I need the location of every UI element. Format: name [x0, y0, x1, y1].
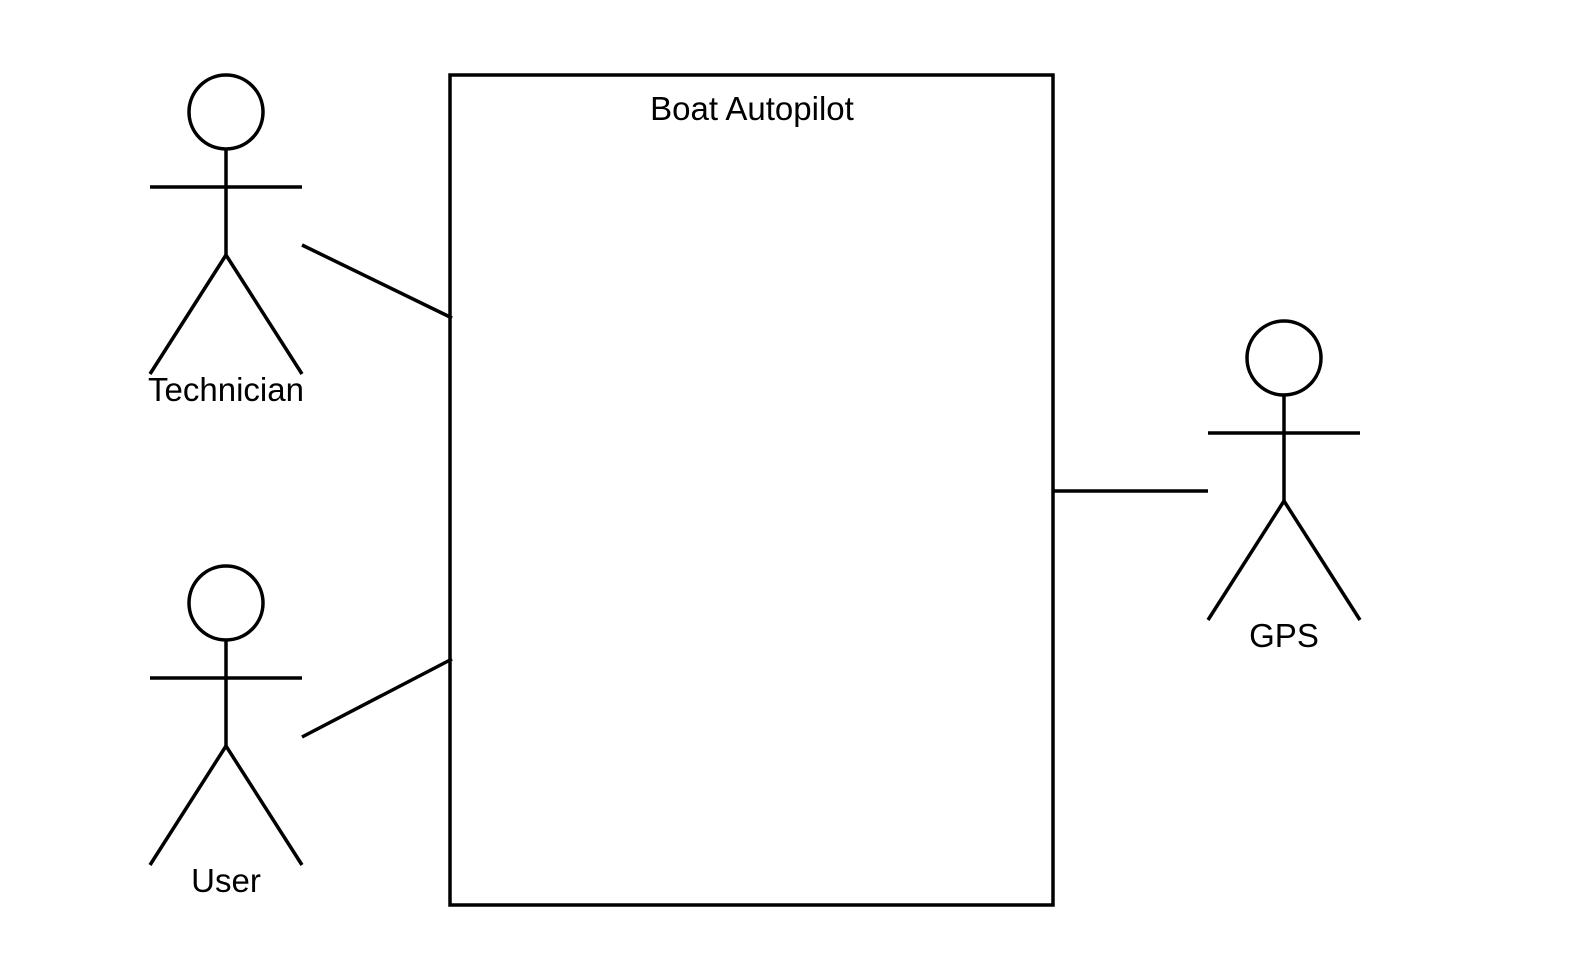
- actor-user-right-leg: [224, 745, 304, 866]
- actor-gps-left-leg: [1206, 500, 1286, 621]
- actor-user-label: User: [191, 862, 261, 899]
- actor-gps-right-leg: [1282, 500, 1362, 621]
- actor-technician-label: Technician: [148, 371, 304, 408]
- system-boundary-box[interactable]: [448, 73, 1055, 907]
- system-title: Boat Autopilot: [650, 90, 854, 127]
- actor-technician-right-leg: [224, 254, 304, 375]
- association-technician[interactable]: [301, 243, 453, 320]
- actor-gps-label: GPS: [1249, 617, 1319, 654]
- actor-technician-head: [187, 73, 265, 151]
- system-boundary[interactable]: Boat Autopilot: [448, 73, 1055, 907]
- actor-gps[interactable]: GPS: [1206, 319, 1362, 654]
- actor-user[interactable]: User: [148, 564, 304, 899]
- association-user[interactable]: [301, 657, 453, 739]
- actor-user-left-leg: [148, 745, 228, 866]
- actor-technician-left-leg: [148, 254, 228, 375]
- actor-gps-head: [1245, 319, 1323, 397]
- actor-user-head: [187, 564, 265, 642]
- actor-technician[interactable]: Technician: [148, 73, 304, 408]
